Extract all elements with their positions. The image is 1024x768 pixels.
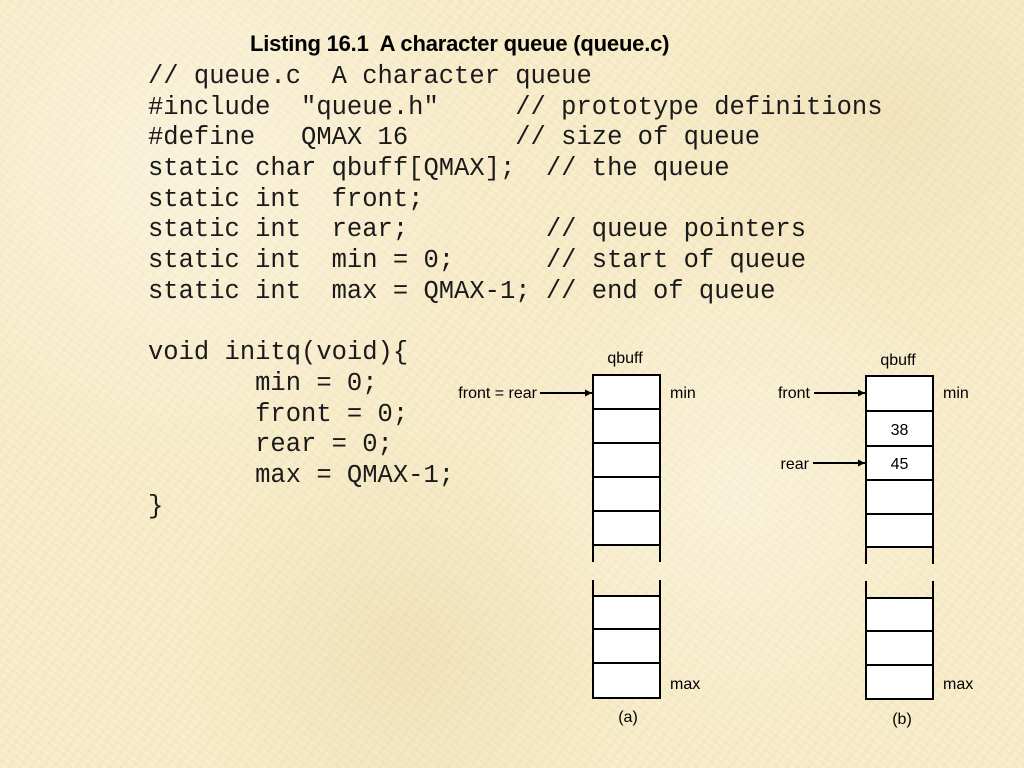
code-line: static char qbuff[QMAX]; // the queue xyxy=(148,154,730,184)
code-line: #include "queue.h" // prototype definiti… xyxy=(148,92,883,122)
buffer-cell xyxy=(865,479,934,515)
queue-buffer-bottom xyxy=(592,580,661,699)
code-line: rear = 0; xyxy=(148,430,393,460)
front-pointer-label: front xyxy=(778,385,811,402)
buffer-cell xyxy=(865,513,934,548)
code-line: } xyxy=(148,491,164,521)
qbuff-label: qbuff xyxy=(880,352,916,369)
rear-pointer-label: rear xyxy=(781,456,810,473)
code-line: void initq(void){ xyxy=(148,338,409,368)
code-line: static int front; xyxy=(148,184,424,214)
listing-title: Listing 16.1 A character queue (queue.c) xyxy=(250,31,670,56)
queue-diagram-b: qbuff 38 45 front rear min max (b) xyxy=(778,352,973,728)
code-line: max = QMAX-1; xyxy=(148,460,455,490)
code-line: // queue.c A character queue xyxy=(148,62,592,91)
max-label: max xyxy=(943,676,973,693)
buffer-cell xyxy=(592,595,661,630)
cell-value: 45 xyxy=(891,456,909,473)
buffer-cell xyxy=(592,442,661,478)
queue-diagram-a: qbuff front = rear min max (a) xyxy=(458,350,700,726)
buffer-cell xyxy=(865,445,934,481)
buffer-cell xyxy=(865,664,934,700)
buffer-cell xyxy=(592,510,661,546)
cell-value: 38 xyxy=(891,422,909,439)
code-line: static int max = QMAX-1; // end of queue xyxy=(148,276,776,306)
diagram-caption: (a) xyxy=(618,709,638,726)
code-line: #define QMAX 16 // size of queue xyxy=(148,123,761,153)
buffer-cell xyxy=(592,628,661,664)
buffer-cell xyxy=(865,597,934,632)
code-listing: // queue.c A character queue#include "qu… xyxy=(148,62,883,522)
buffer-cell xyxy=(592,408,661,444)
buffer-cell xyxy=(592,476,661,512)
min-label: min xyxy=(670,385,696,402)
buffer-cell xyxy=(592,374,661,410)
max-label: max xyxy=(670,676,700,693)
queue-buffer-bottom xyxy=(865,581,934,700)
front-rear-pointer-label: front = rear xyxy=(458,385,537,402)
min-label: min xyxy=(943,385,969,402)
code-line: front = 0; xyxy=(148,399,409,429)
queue-buffer-top xyxy=(592,374,661,562)
code-line: static int min = 0; // start of queue xyxy=(148,246,807,276)
code-line: static int rear; // queue pointers xyxy=(148,215,807,245)
diagram-caption: (b) xyxy=(892,711,912,728)
buffer-cell xyxy=(865,375,934,412)
buffer-cell xyxy=(865,630,934,666)
qbuff-label: qbuff xyxy=(607,350,643,367)
code-line: min = 0; xyxy=(148,368,378,398)
queue-buffer-top xyxy=(865,375,934,564)
buffer-cell xyxy=(592,662,661,699)
